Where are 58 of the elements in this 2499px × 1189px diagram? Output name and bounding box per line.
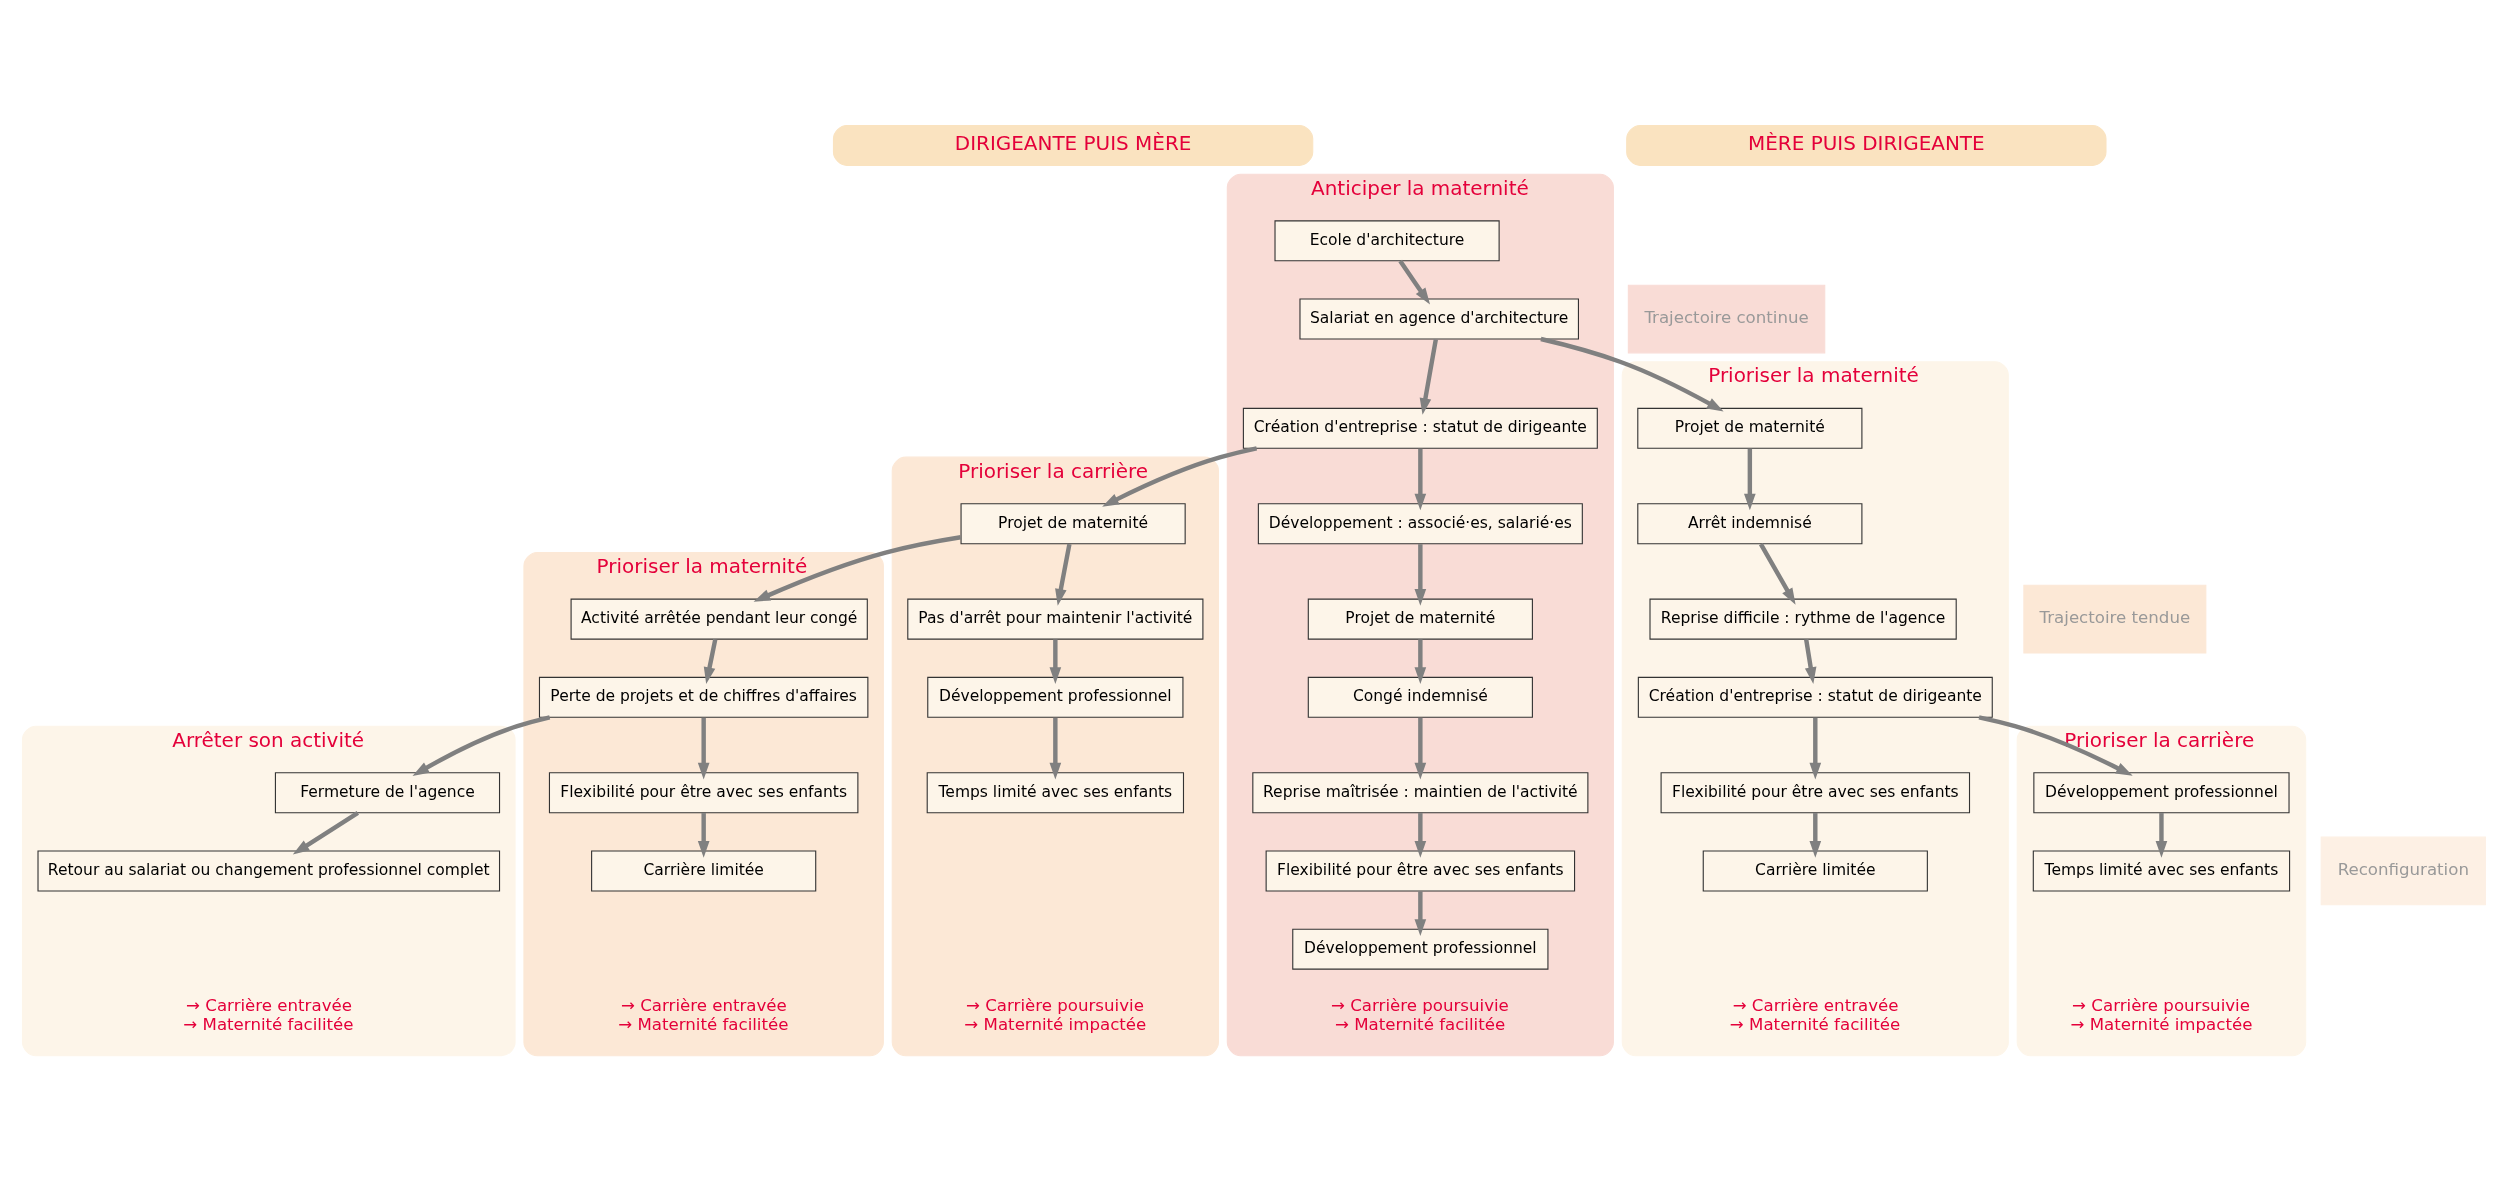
node-box: Arrêt indemnisé [1637, 502, 1863, 544]
arrow [1414, 812, 1427, 858]
arrow [1102, 445, 1258, 507]
node-box: MÈRE PUIS DIRIGEANTE [1626, 124, 2107, 166]
node-box: DIRIGEANTE PUIS MÈRE [832, 124, 1314, 166]
arrow [1414, 717, 1427, 779]
node-box: Développement professionnel [2033, 771, 2290, 813]
arrow [1809, 717, 1822, 779]
node-box: Développement professionnel [1292, 928, 1549, 970]
node-box: Projet de maternité [960, 502, 1186, 544]
node-box: Reprise maîtrisée : maintien de l'activité [1252, 771, 1589, 813]
node-box: Trajectoire continue [1627, 284, 1826, 353]
node-box: Ecole d'architecture [1274, 219, 1500, 261]
node-box: Temps limité avec ses enfants [2032, 849, 2291, 891]
arrow [1419, 338, 1439, 415]
node-box: Reprise difficile : rythme de l'agence [1649, 598, 1957, 640]
node-box: Reconfiguration [2320, 836, 2486, 905]
node-box: Perte de projets et de chiffres d'affaires [538, 676, 869, 718]
arrow [412, 714, 551, 776]
node-box: Fermeture de l'agence [274, 771, 501, 813]
arrow [1049, 638, 1062, 684]
node-box: Carrière limitée [1702, 849, 1928, 891]
node-box: Création d'entreprise : statut de dirigeante [1637, 676, 1993, 718]
arrow [1744, 448, 1756, 510]
node-box: Salariat en agence d'architecture [1299, 298, 1579, 340]
node-box: Carrière limitée [591, 849, 817, 891]
arrow [1414, 543, 1427, 606]
node-box: Congé indemnisé [1307, 676, 1533, 718]
node-box: Trajectoire tendue [2023, 584, 2207, 654]
node-box: Retour au salariat ou changement professionnel complet [37, 849, 501, 891]
arrow [1055, 543, 1072, 606]
node-box: Création d'entreprise : statut de dirigeante [1242, 407, 1598, 449]
arrow [1758, 542, 1796, 605]
arrow [1540, 336, 1724, 412]
node-box: Temps limité avec ses enfants [926, 771, 1185, 813]
node-box: Flexibilité pour être avec ses enfants [1660, 771, 1971, 813]
arrow [697, 812, 710, 858]
node-box: Projet de maternité [1307, 598, 1533, 640]
node-box: Projet de maternité [1637, 407, 1863, 449]
arrow [1414, 448, 1427, 510]
arrow [1978, 714, 2133, 776]
node-box: Développement : associé·es, salarié·es [1257, 502, 1583, 544]
node-box: Flexibilité pour être avec ses enfants [1265, 849, 1576, 891]
arrow [2155, 812, 2168, 858]
node-box: Activité arrêtée pendant leur congé [570, 598, 868, 640]
arrow [697, 717, 710, 779]
arrow [1809, 812, 1822, 858]
arrow [1398, 259, 1431, 305]
node-box: Flexibilité pour être avec ses enfants [548, 771, 859, 813]
arrow [1414, 638, 1427, 684]
arrow [703, 638, 718, 684]
arrow [1804, 638, 1817, 684]
arrow [1414, 890, 1427, 936]
arrow [753, 534, 962, 602]
node-box: Pas d'arrêt pour maintenir l'activité [907, 598, 1204, 640]
arrow [1049, 717, 1062, 779]
node-box: Développement professionnel [927, 676, 1184, 718]
arrow [292, 810, 360, 854]
